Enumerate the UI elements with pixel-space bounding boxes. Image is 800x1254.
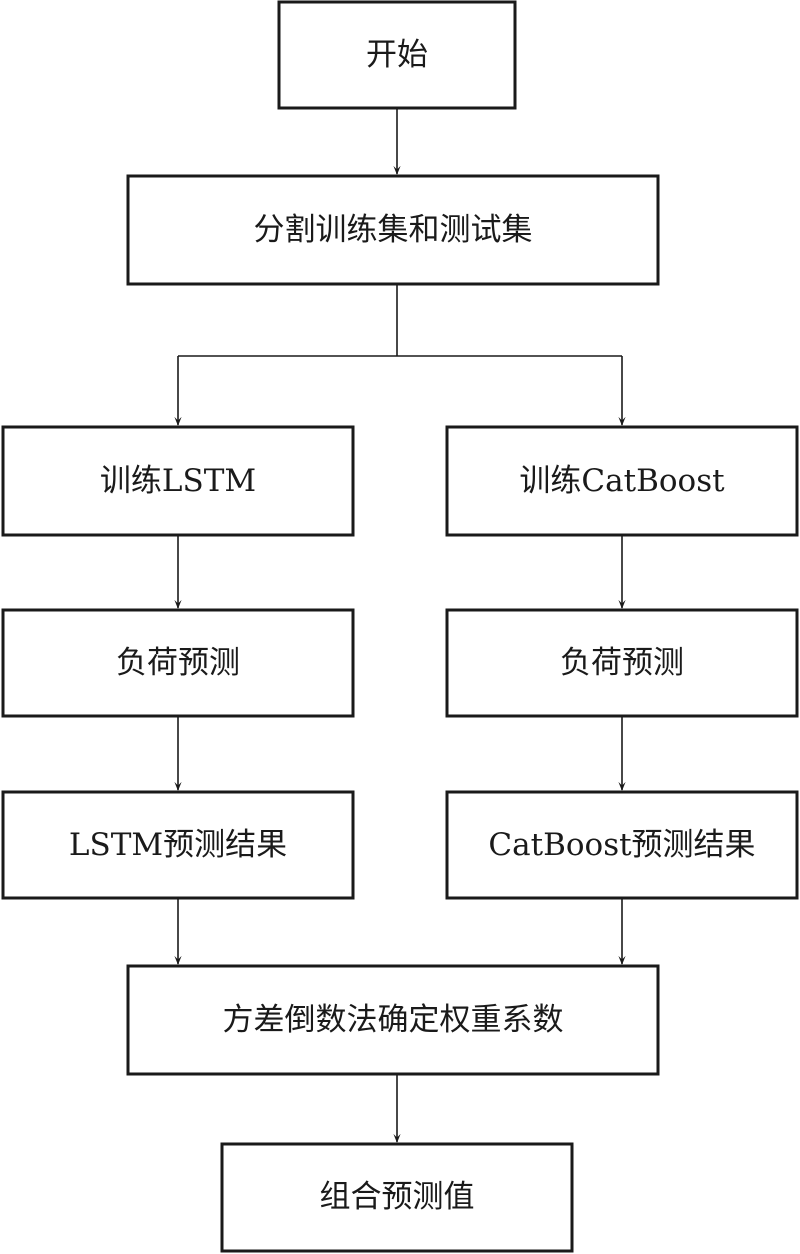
forecast-catboost-label: 负荷预测 xyxy=(560,645,684,681)
forecast-catboost-box xyxy=(445,608,799,718)
weights-label: 方差倒数法确定权重系数 xyxy=(223,1002,564,1038)
combined-label: 组合预测值 xyxy=(320,1179,475,1215)
combined-box xyxy=(220,1142,574,1253)
result-lstm-label: LSTM预测结果 xyxy=(69,827,287,863)
start-label: 开始 xyxy=(366,37,428,73)
forecast-lstm-label: 负荷预测 xyxy=(116,645,240,681)
train-catboost-label: 训练CatBoost xyxy=(519,463,725,499)
start-box xyxy=(277,0,517,110)
train-catboost-box xyxy=(445,425,799,537)
split-box xyxy=(126,174,660,286)
result-catboost-box xyxy=(445,790,799,900)
split-label: 分割训练集和测试集 xyxy=(254,212,533,248)
train-lstm-label: 训练LSTM xyxy=(100,463,256,499)
result-catboost-label: CatBoost预测结果 xyxy=(488,827,755,863)
train-lstm-box xyxy=(1,425,355,537)
weights-box xyxy=(126,964,660,1076)
